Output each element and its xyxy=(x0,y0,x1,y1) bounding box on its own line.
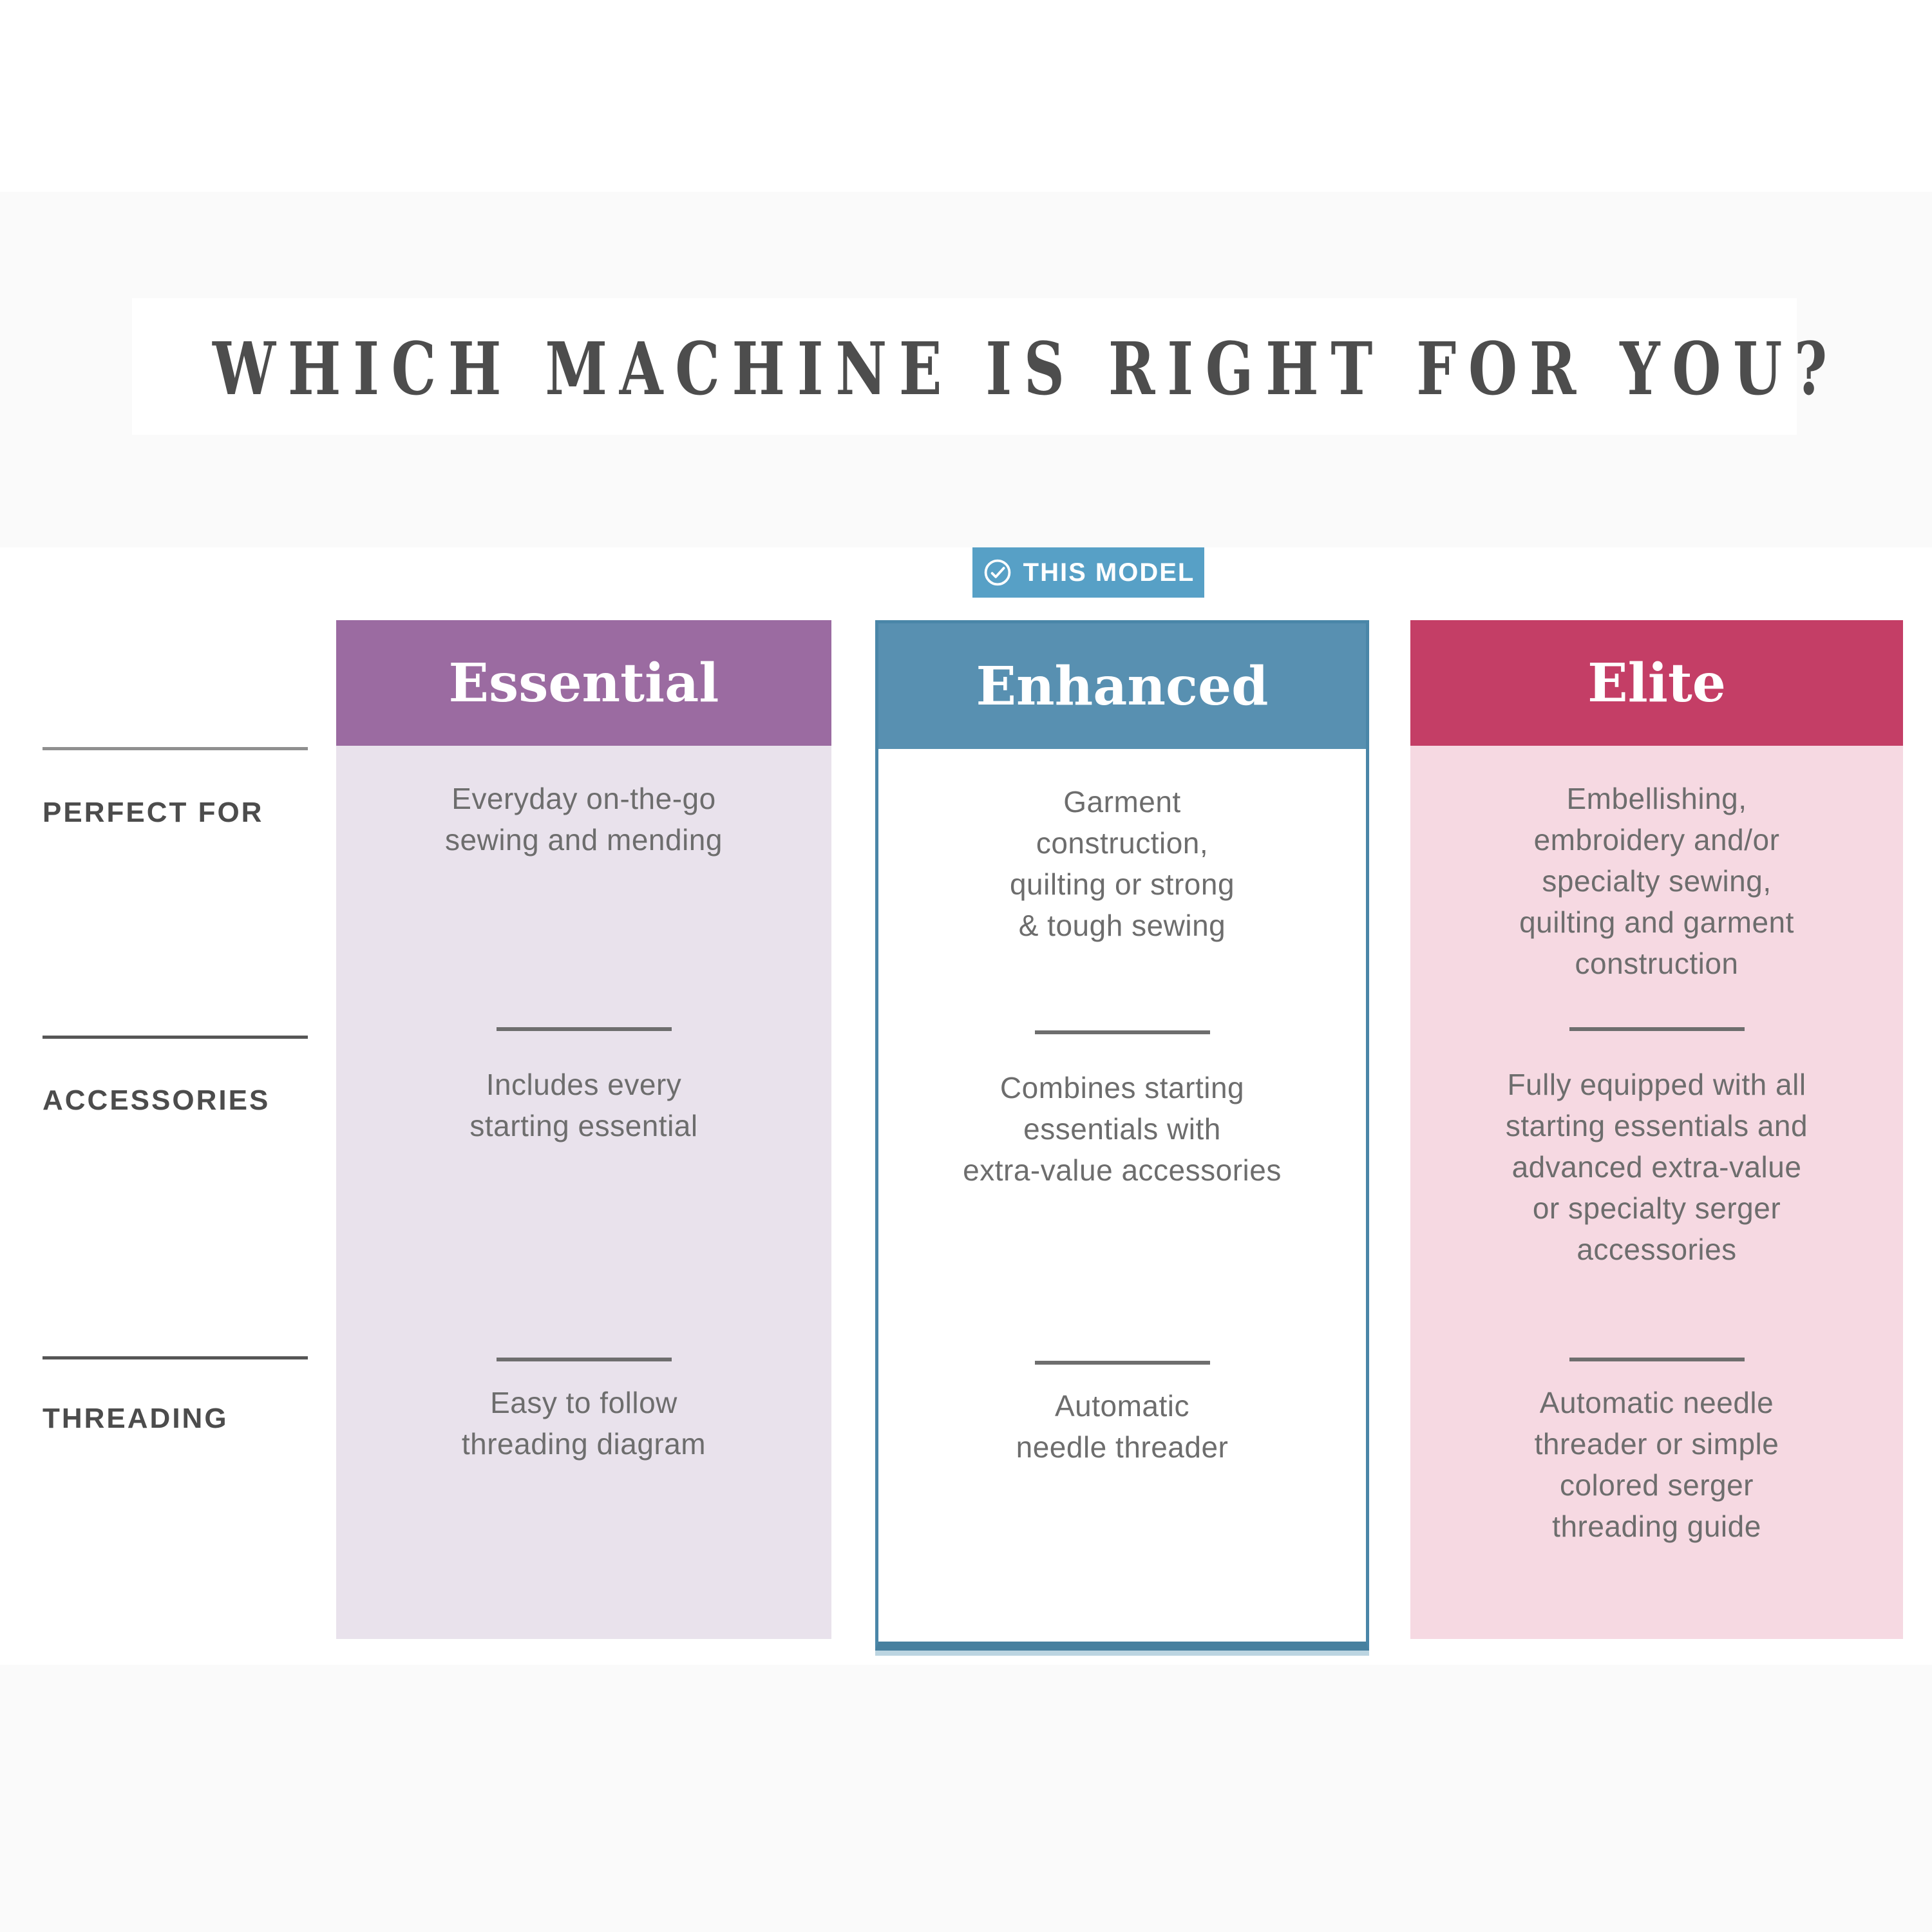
row-rule-threading xyxy=(43,1356,308,1359)
enhanced-threading-divider xyxy=(1034,1361,1210,1365)
row-rule-perfect-for xyxy=(43,747,308,750)
enhanced-perfect-for-cell: Garment construction, quilting or strong… xyxy=(1009,785,1235,942)
column-enhanced-header: Enhanced xyxy=(878,623,1366,749)
page-title: WHICH MACHINE IS RIGHT FOR YOU? xyxy=(213,327,1839,412)
elite-threading-cell: Automatic needle threader or simple colo… xyxy=(1534,1386,1779,1543)
essential-accessories-cell: Includes every starting essential xyxy=(469,1068,698,1142)
elite-accessories-divider xyxy=(1569,1027,1745,1031)
essential-accessories-divider xyxy=(496,1027,672,1031)
row-label-accessories: ACCESSORIES xyxy=(43,1084,270,1116)
column-essential: Essential Everyday on-the-go sewing and … xyxy=(336,620,831,1639)
essential-threading-cell: Easy to follow threading diagram xyxy=(461,1386,706,1461)
column-elite: Elite Embellishing, embroidery and/or sp… xyxy=(1410,620,1903,1639)
elite-accessories-cell: Fully equipped with all starting essenti… xyxy=(1505,1068,1808,1266)
enhanced-accessories-divider xyxy=(1034,1030,1210,1034)
check-circle-icon xyxy=(982,557,1013,588)
essential-perfect-for-cell: Everyday on-the-go sewing and mending xyxy=(445,782,723,857)
row-label-threading: THREADING xyxy=(43,1403,229,1434)
column-essential-header: Essential xyxy=(336,620,831,746)
this-model-badge-label: THIS MODEL xyxy=(1023,558,1195,587)
essential-threading-divider xyxy=(496,1358,672,1361)
title-banner xyxy=(132,298,1797,435)
elite-perfect-for-cell: Embellishing, embroidery and/or specialt… xyxy=(1519,782,1794,980)
enhanced-threading-cell: Automatic needle threader xyxy=(1016,1389,1229,1464)
elite-threading-divider xyxy=(1569,1358,1745,1361)
this-model-badge: THIS MODEL xyxy=(972,547,1204,598)
row-rule-accessories xyxy=(43,1036,308,1039)
column-elite-header: Elite xyxy=(1410,620,1903,746)
row-label-perfect-for: PERFECT FOR xyxy=(43,797,264,828)
column-enhanced: Enhanced Garment construction, quilting … xyxy=(875,620,1369,1656)
enhanced-accessories-cell: Combines starting essentials with extra-… xyxy=(963,1071,1282,1187)
background-band-bottom xyxy=(0,1665,1932,1932)
